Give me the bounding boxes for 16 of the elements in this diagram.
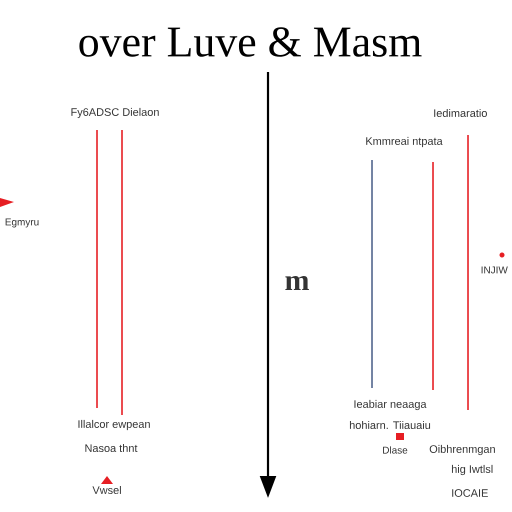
text-label: Oibhrenmgan xyxy=(430,444,495,456)
text-label: INJIW xyxy=(482,266,508,274)
text-label: Fy6ADSC Dielaon xyxy=(71,108,159,118)
text-label: Nasoa thnt xyxy=(85,444,138,452)
text-label: Iedimaratio xyxy=(434,108,487,118)
text-label: hig Iwtlsl xyxy=(452,464,492,476)
text-label: Vwsel xyxy=(92,486,121,494)
text-label: hohiarn. Tiiauaiu xyxy=(350,420,430,430)
title: over Luve & Masm xyxy=(79,27,422,57)
text-label: m xyxy=(285,276,309,290)
text-label: Illalcor ewpean xyxy=(78,420,150,430)
text-label: Egmyru xyxy=(6,218,38,228)
text-label: Dlase xyxy=(383,446,408,454)
text-label: Ieabiar neaaga xyxy=(354,400,427,410)
text-label: Kmmreai ntpata xyxy=(366,136,443,148)
text-label: IOCAIE xyxy=(452,489,488,497)
